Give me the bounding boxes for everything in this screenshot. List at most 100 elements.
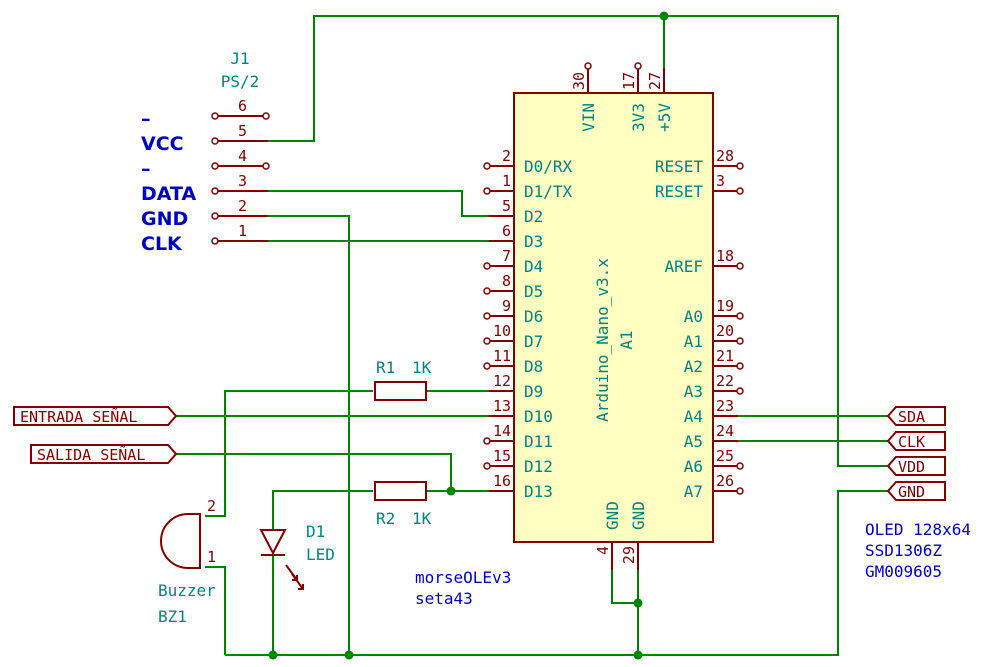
- label-sda-shape: [886, 406, 946, 426]
- pin-end-marker: [736, 337, 744, 345]
- mcu-pin-name: D7: [524, 332, 543, 351]
- mcu-pin-name: D10: [524, 407, 553, 426]
- mcu-pin-number: 27: [646, 72, 664, 90]
- pin-end-marker: [483, 462, 491, 470]
- connector-pin-number: 4: [238, 147, 247, 165]
- pin-end-marker: [736, 487, 744, 495]
- mcu-pin-name: D11: [524, 432, 553, 451]
- wire-data: [268, 190, 489, 217]
- mcu-pin-name: A6: [684, 457, 703, 476]
- mcu-pin-number: 4: [594, 546, 612, 555]
- oled-note-2: SSD1306Z: [865, 541, 942, 560]
- led-arrow-2-head: [298, 584, 304, 590]
- resistor-r1: [374, 381, 427, 401]
- r1-value: 1K: [412, 358, 432, 377]
- mcu-pin-name: AREF: [664, 257, 703, 276]
- mcu-pin-name: A3: [684, 382, 703, 401]
- led-ref: D1: [306, 522, 325, 541]
- buzzer-value: Buzzer: [158, 581, 216, 600]
- pin-end-marker: [483, 437, 491, 445]
- pin-end-marker: [483, 262, 491, 270]
- connector-ref: J1: [230, 49, 249, 68]
- mcu-pin-number: 10: [493, 322, 511, 340]
- pin-end-marker: [483, 162, 491, 170]
- mcu-pins: 2D0/RX1D1/TX5D26D37D48D59D610D711D812D91…: [483, 62, 744, 570]
- mcu-pin-number: 16: [493, 472, 511, 490]
- junction: [633, 650, 643, 660]
- pin-end-marker: [736, 462, 744, 470]
- connector-pin-socket: [211, 112, 219, 120]
- label-salida: SALIDA_SEÑAL: [37, 445, 145, 464]
- mcu-pin-number: 15: [493, 447, 511, 465]
- resistor-r2: [374, 481, 427, 501]
- mcu-pin-number: 9: [502, 297, 511, 315]
- r1-ref: R1: [376, 358, 395, 377]
- pin-end-marker: [736, 187, 744, 195]
- wire-gnd-pin4: [611, 570, 638, 604]
- connector-pin-signal: DATA: [141, 183, 196, 205]
- junction: [344, 650, 354, 660]
- pin-end-marker: [483, 337, 491, 345]
- mcu-pin-name: A7: [684, 482, 703, 501]
- pin-end-marker: [483, 187, 491, 195]
- mcu-pin-number: 6: [502, 222, 511, 240]
- mcu-pin-number: 22: [716, 372, 734, 390]
- wire-buzzer-gnd: [205, 566, 226, 655]
- junction: [268, 650, 278, 660]
- mcu-pin-name: D8: [524, 357, 543, 376]
- connector-pin-number: 3: [238, 172, 247, 190]
- mcu-pin-number: 20: [716, 322, 734, 340]
- mcu-pin-number: 19: [716, 297, 734, 315]
- mcu-pin-name: A0: [684, 307, 703, 326]
- mcu-pin-name: D0/RX: [524, 157, 573, 176]
- mcu-pin-name: GND: [603, 501, 622, 530]
- mcu-pin-number: 17: [620, 72, 638, 90]
- mcu-pin-name: VIN: [579, 103, 598, 132]
- mcu-pin-name: RESET: [655, 182, 704, 201]
- pin-end-marker: [584, 62, 592, 70]
- global-labels: [13, 406, 946, 501]
- mcu-pin-name: D1/TX: [524, 182, 573, 201]
- project-note-2: seta43: [415, 589, 473, 608]
- wires: [176, 15, 888, 656]
- mcu-pin-name: D3: [524, 232, 543, 251]
- mcu-pin-number: 1: [502, 172, 511, 190]
- connector-pin-socket: [211, 212, 219, 220]
- connector-value: PS/2: [221, 72, 260, 91]
- led-value: LED: [306, 545, 335, 564]
- connector-pin-signal: –: [141, 108, 151, 130]
- buzzer-pin-minus: 1: [207, 548, 216, 566]
- label-vdd-shape: [886, 456, 946, 476]
- pin-end-marker: [736, 162, 744, 170]
- mcu-pin-number: 28: [716, 147, 734, 165]
- connector-pin-signal: VCC: [141, 133, 184, 155]
- connector-pin-signal: GND: [141, 208, 188, 230]
- mcu-pin-number: 12: [493, 372, 511, 390]
- buzzer-pin-plus: 2: [207, 497, 216, 515]
- project-note-1: morseOLEv3: [415, 568, 511, 587]
- wire-salida: [176, 453, 452, 491]
- label-salida-shape: [30, 444, 178, 464]
- connector-pin-socket: [211, 187, 219, 195]
- mcu-pin-name: A2: [684, 357, 703, 376]
- mcu-pin-number: 8: [502, 272, 511, 290]
- buzzer-symbol: [160, 513, 201, 569]
- junction: [633, 598, 643, 608]
- mcu-pin-name: A5: [684, 432, 703, 451]
- connector-pin-number: 6: [238, 97, 247, 115]
- connector-pin-socket: [211, 237, 219, 245]
- r2-ref: R2: [376, 509, 395, 528]
- mcu-pin-number: 21: [716, 347, 734, 365]
- mcu-pin-name: A4: [684, 407, 703, 426]
- connector-pin-socket: [211, 137, 219, 145]
- mcu-pin-name: D13: [524, 482, 553, 501]
- oled-note-3: GM009605: [865, 562, 942, 581]
- mcu-pin-name: 3V3: [629, 103, 648, 132]
- junctions: [268, 11, 669, 660]
- led-triangle: [259, 529, 287, 556]
- pin-end-marker: [483, 312, 491, 320]
- mcu-pin-number: 14: [493, 422, 511, 440]
- junction: [446, 486, 456, 496]
